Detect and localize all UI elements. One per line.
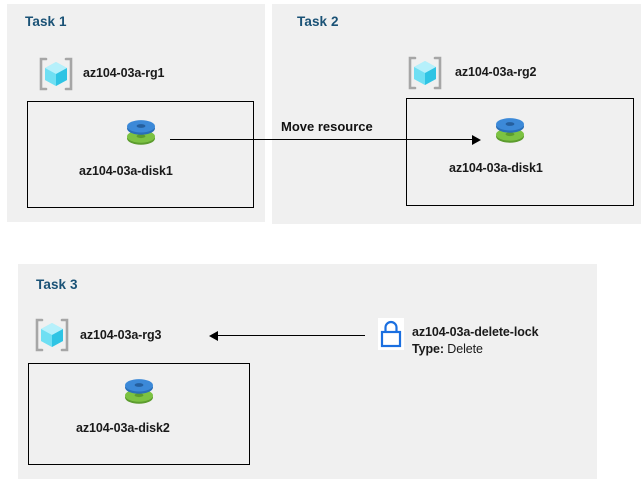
resource-group-icon [406, 56, 444, 90]
managed-disk-icon [122, 113, 160, 151]
task-2-resource-label: az104-03a-disk1 [449, 161, 543, 175]
lock-name-label: az104-03a-delete-lock [412, 325, 539, 339]
resource-group-3-label: az104-03a-rg3 [80, 328, 162, 342]
managed-disk-icon [491, 111, 529, 149]
resource-group-icon [37, 57, 75, 91]
task-1-resource-box [27, 101, 254, 208]
task-2-title: Task 2 [297, 14, 339, 29]
task-1-resource-label: az104-03a-disk1 [79, 164, 173, 178]
lock-arrow-line [218, 335, 365, 336]
task-3-title: Task 3 [36, 277, 78, 292]
move-resource-label: Move resource [281, 119, 373, 134]
task-2-resource-box [406, 98, 634, 206]
task-3-resource-label: az104-03a-disk2 [76, 421, 170, 435]
move-resource-arrowhead [472, 134, 481, 145]
task-1-title: Task 1 [25, 14, 67, 29]
lock-type-label: Type: [412, 342, 444, 356]
move-resource-arrow-line [170, 139, 473, 140]
lock-type-row: Type: Delete [412, 342, 483, 356]
lock-arrowhead [209, 330, 218, 341]
resource-group-1-label: az104-03a-rg1 [83, 66, 165, 80]
managed-disk-icon [120, 372, 158, 410]
lock-type-value: Delete [447, 342, 483, 356]
lock-icon [378, 318, 404, 350]
resource-group-icon [33, 318, 71, 352]
resource-group-2-label: az104-03a-rg2 [455, 65, 537, 79]
